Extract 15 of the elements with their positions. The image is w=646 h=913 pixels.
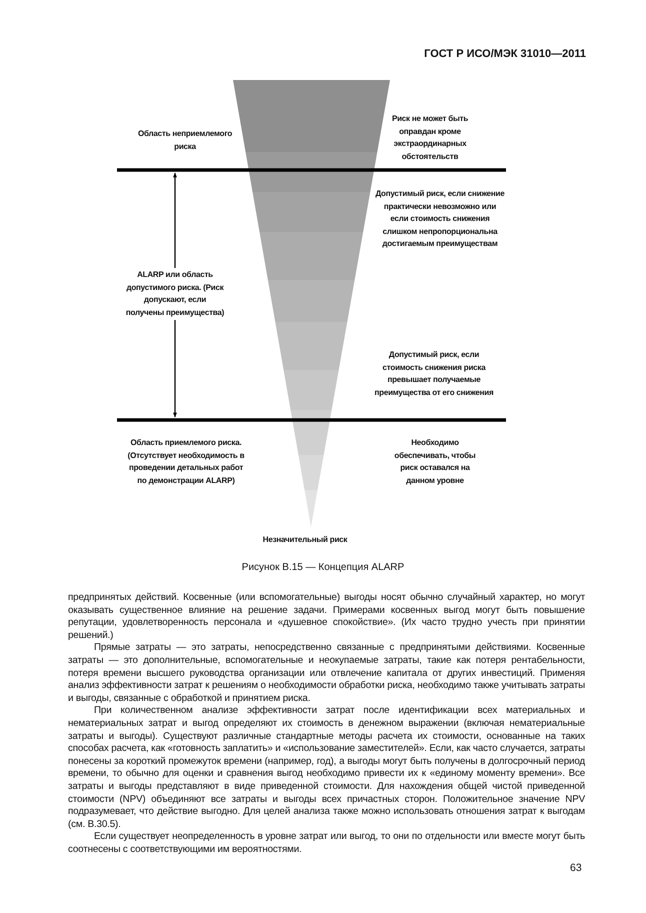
page-number: 63 <box>570 862 583 874</box>
zone-note: Допустимый риск, если стоимость снижения риска превышает получаемые преимущества от его снижения <box>374 349 494 399</box>
zone-note: Риск не может быть оправдан кроме экстраординарных обстоятельств <box>390 113 470 162</box>
zone-label: Область приемлемого риска. (Отсутствует необходимость в проведении детальных работ по демонстрации ALARP) <box>126 437 246 487</box>
zone-label: Область неприемлемого риска <box>136 128 234 153</box>
zone-note: Необходимо обеспечивать, чтобы риск оставался на данном уровне <box>393 437 477 487</box>
zone-note: Допустимый риск, если снижение практически невозможно или если стоимость снижения слишком непропорциональна достигаемым преимуществам <box>375 188 505 250</box>
body-paragraph: Прямые затраты — это затраты, непосредственно связанные с предпринятыми действиями. Косвенные затраты — это дополнительные, вспомогательные и неокупаемые затраты, такие как потеря рентабельности, потеря времени высшего руководства организации или отвлечение капитала от других инвестиций. Применяя анализ эффективности затрат к решениям о необходимости обработки риска, необходимо также учитывать затраты и выгоды, связанные с обработкой и принятием риска. <box>68 642 585 706</box>
apex-label: Незначительный риск <box>262 534 348 546</box>
zone-label: ALARP или область допустимого риска. (Риск допускают, если получены преимущества) <box>125 268 225 320</box>
body-paragraph: Если существует неопределенность в уровне затрат или выгод, то они по отдельности или вместе могут быть соотнесены с соответствующими им вероятностями. <box>68 831 585 856</box>
page-header: ГОСТ Р ИСО/МЭК 31010—2011 <box>423 48 586 60</box>
body-paragraph: предпринятых действий. Косвенные (или вспомогательные) выгоды носят обычно случайный характер, но могут оказывать существенное влияние на решение задачи. Примерами косвенных выгод могут быть повышение репутации, удовлетворенность персонала и «душевное спокойствие». (Их часто трудно учесть при принятии решений.) <box>68 592 585 642</box>
figure-caption: Рисунок В.15 — Концепция ALARP <box>240 562 406 573</box>
body-paragraph: При количественном анализе эффективности затрат после идентификации всех материальных и нематериальных затрат и выгод определяют их стоимость в денежном выражении (включая нематериальные затраты и выгоды). Существуют различные стандартные методы расчета их стоимости, основанные на таких способах расчета, как «готовность заплатить» и «использование заместителей». Если, как часто случается, затраты понесены за короткий промежуток времени (например, год), а выгоды могут быть получены в долгосрочный период времени, то обычно для оценки и сравнения выгод необходимо привести их к «единому моменту времени». Все затраты и выгоды представляют в виде приведенной стоимости. Для нахождения общей чистой приведенной стоимости (NPV) объединяют все затраты и выгоды всех причастных сторон. Положительное значение NPV подразумевает, что действие выгодно. Для целей анализа также можно использовать отношения затрат к выгодам (см. В.30.5). <box>68 705 585 832</box>
